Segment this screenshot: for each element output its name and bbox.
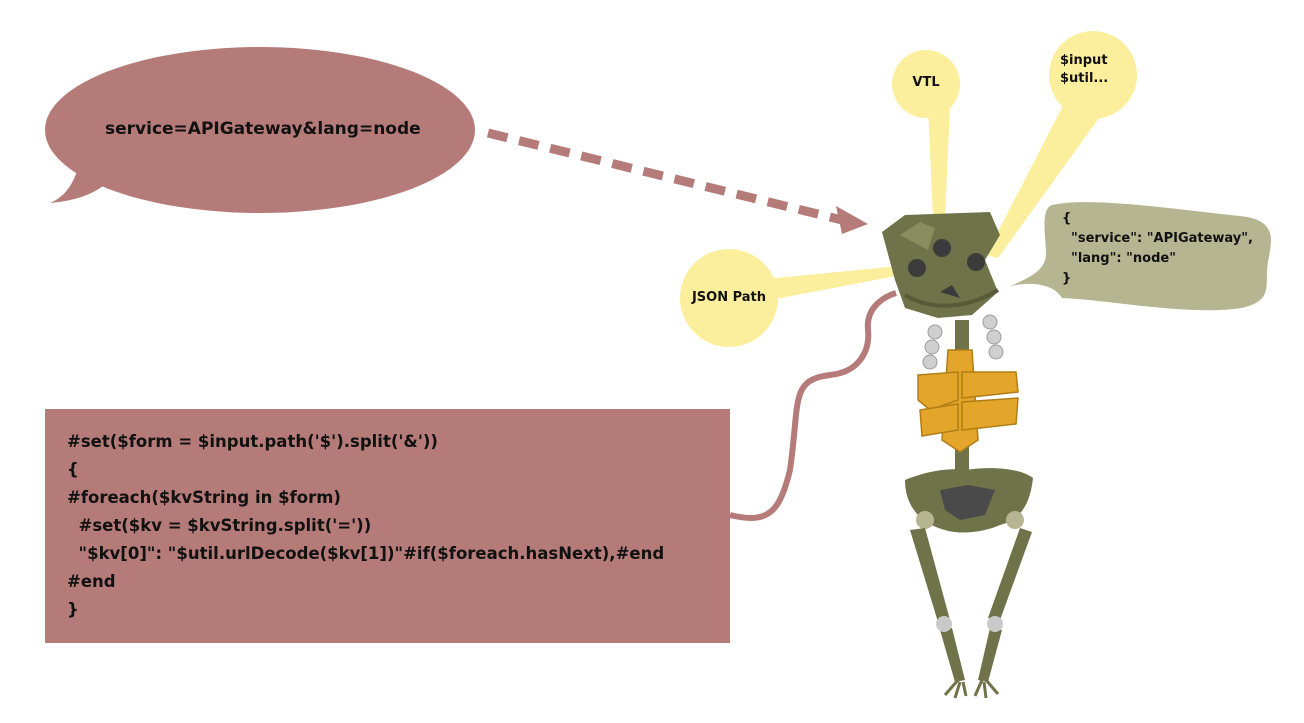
input-util-label: $input $util... — [1060, 52, 1126, 88]
json-line: { — [1062, 209, 1253, 229]
query-string-text: service=APIGateway&lang=node — [105, 119, 421, 139]
util-label: $util... — [1060, 70, 1126, 88]
json-output: { "service": "APIGateway", "lang": "node… — [1062, 209, 1253, 289]
json-line: "service": "APIGateway", — [1062, 229, 1253, 249]
json-line: "lang": "node" — [1062, 249, 1253, 269]
code-line: #set($kv = $kvString.split('=')) — [67, 512, 664, 540]
code-line: { — [67, 456, 664, 484]
code-line: "$kv[0]": "$util.urlDecode($kv[1])"#if($… — [67, 540, 664, 568]
json-line: } — [1062, 269, 1253, 289]
vtl-label: VTL — [898, 75, 954, 90]
code-line: #set($form = $input.path('$').split('&')… — [67, 428, 664, 456]
request-arrow — [488, 133, 868, 234]
input-label: $input — [1060, 52, 1126, 70]
vtl-mapping-code: #set($form = $input.path('$').split('&')… — [67, 428, 664, 624]
json-path-label: JSON Path — [680, 290, 778, 305]
code-line: #foreach($kvString in $form) — [67, 484, 664, 512]
code-line: #end — [67, 568, 664, 596]
code-line: } — [67, 596, 664, 624]
skeleton-mascot — [882, 212, 1033, 698]
